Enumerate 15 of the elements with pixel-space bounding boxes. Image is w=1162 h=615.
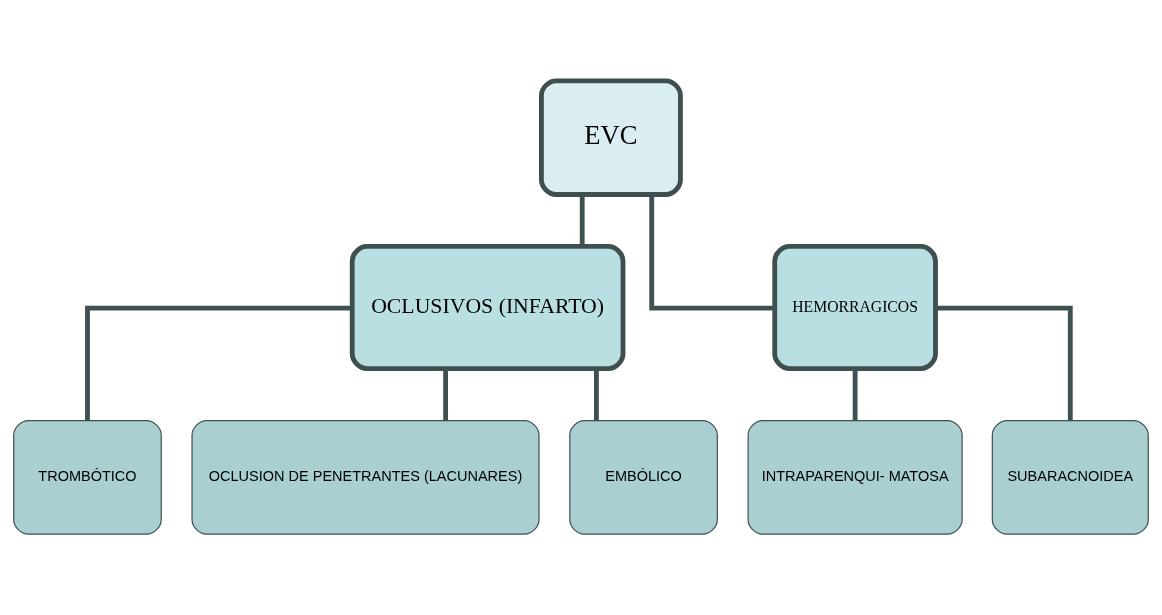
connector [594,368,599,421]
node-box: TROMBÓTICO [13,419,162,535]
node-box: OCLUSION DE PENETRANTES (LACUNARES) [191,419,540,535]
connector [85,305,353,421]
connector [649,194,775,311]
node-box: HEMORRAGICOS [772,244,938,371]
connector [935,305,1073,421]
connector [852,368,858,421]
node-box: OCLUSIVOS (INFARTO) [349,244,626,371]
connector [443,368,449,421]
node-box: EMBÓLICO [569,419,718,535]
node-box: EVC [539,78,683,197]
node-box: SUBARACNOIDEA [991,419,1149,535]
node-box: INTRAPARENQUI- MATOSA [747,419,963,535]
connector [579,194,585,247]
